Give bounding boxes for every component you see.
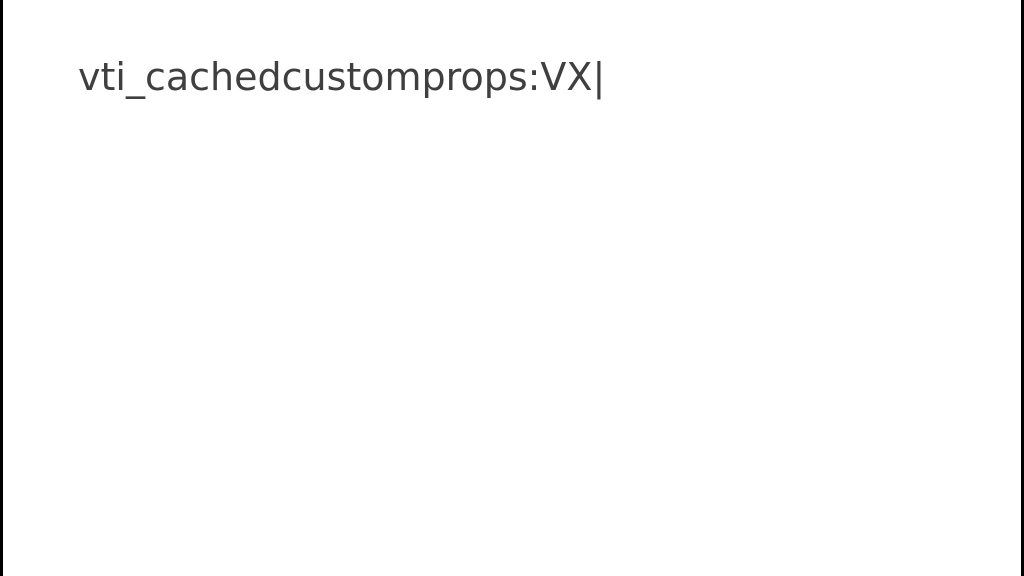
slide-metadata-text: vti_cachedcustomprops:VX|: [78, 55, 606, 99]
slide-canvas: vti_cachedcustomprops:VX|: [3, 0, 1021, 576]
